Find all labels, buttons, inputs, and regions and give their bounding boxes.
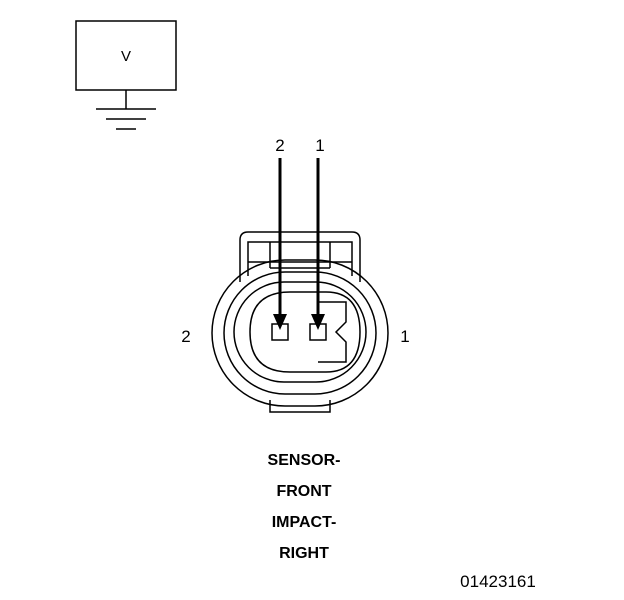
ground-icon — [96, 90, 156, 130]
voltmeter-label: V — [121, 48, 131, 65]
caption-line-1: SENSOR- — [268, 452, 341, 469]
figure-number: 01423161 — [460, 572, 536, 591]
probe-label-1: 1 — [315, 136, 324, 155]
cavity-label-2: 2 — [181, 327, 190, 346]
probe-1-arrow — [311, 158, 325, 330]
caption-line-2: FRONT — [276, 483, 331, 500]
caption-line-3: IMPACT- — [272, 514, 337, 531]
cavity-label-1: 1 — [400, 327, 409, 346]
voltmeter: V — [75, 20, 177, 91]
caption-line-4: RIGHT — [279, 545, 329, 562]
connector-body — [211, 231, 389, 413]
probe-label-2: 2 — [275, 136, 284, 155]
probe-2-arrow — [273, 158, 287, 330]
